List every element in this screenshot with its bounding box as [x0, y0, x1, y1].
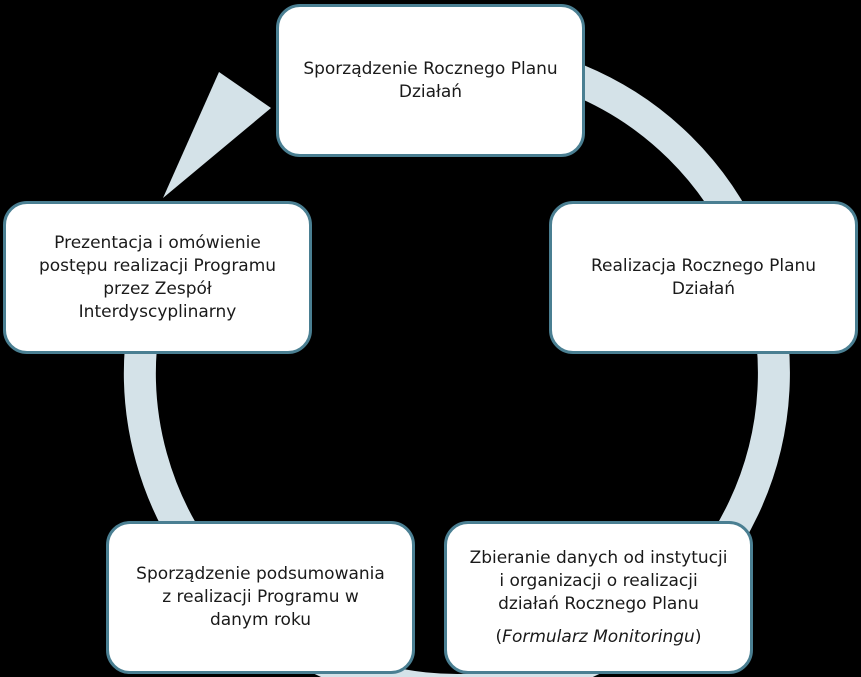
step-5-line-1: Prezentacja i omówienie	[54, 232, 261, 253]
step-4-line-3: danym roku	[209, 610, 312, 630]
step-4-line-2: z realizacji Programu w	[162, 587, 359, 607]
step-progress-presentation: Prezentacja i omówienie postępu realizac…	[3, 201, 312, 354]
step-3-line-1: Zbieranie danych od instytucji	[469, 547, 728, 568]
step-3-line-2: i organizacji o realizacji	[499, 570, 698, 591]
step-4-line-1: Sporządzenie podsumowania	[136, 564, 385, 584]
step-5-line-3: przez Zespół	[103, 278, 212, 299]
step-5-line-4: Interdyscyplinarny	[78, 301, 237, 322]
step-annual-plan-implementation: Realizacja Rocznego Planu Działań	[549, 201, 858, 354]
step-annual-summary: Sporządzenie podsumowania z realizacji P…	[106, 521, 415, 674]
step-1-line-1: Sporządzenie Rocznego Planu	[303, 58, 558, 79]
step-annual-plan-preparation: Sporządzenie Rocznego Planu Działań	[276, 4, 585, 157]
step-3-note-open: (	[495, 626, 503, 647]
step-2-line-1: Realizacja Rocznego Planu	[590, 255, 817, 276]
step-3-line-3: działań Rocznego Planu	[498, 593, 699, 614]
step-3-note: (Formularz Monitoringu)	[496, 626, 702, 649]
step-3-note-text: Formularz Monitoringu	[502, 626, 695, 647]
step-2-line-2: Działań	[671, 278, 736, 299]
step-5-line-2: postępu realizacji Programu	[38, 255, 277, 276]
step-data-collection: Zbieranie danych od instytucji i organiz…	[444, 521, 753, 674]
step-1-line-2: Działań	[398, 81, 463, 102]
step-3-note-close: )	[694, 626, 702, 647]
cycle-arrow-head-icon	[163, 72, 271, 198]
